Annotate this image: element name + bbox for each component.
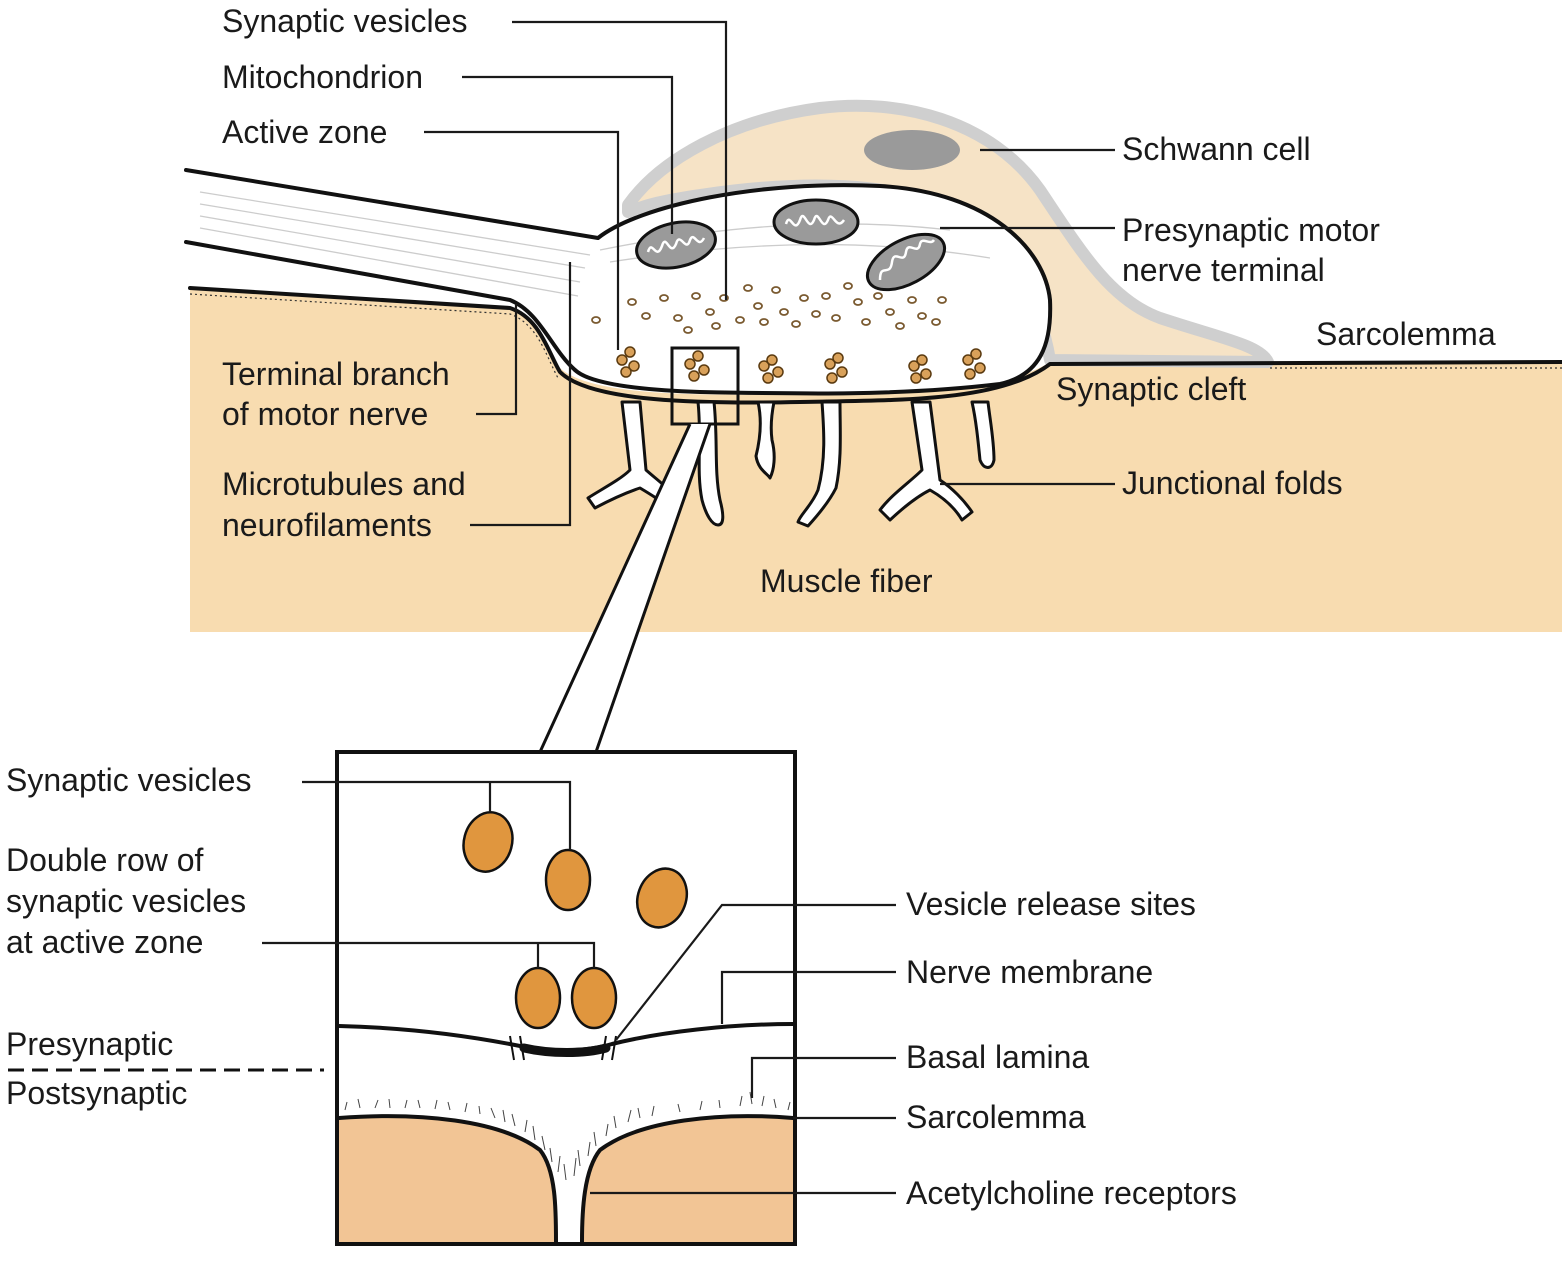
label-presynaptic-line2: nerve terminal — [1122, 252, 1325, 288]
axon-bottom-outline — [184, 240, 577, 372]
inset-sarcolemma-right — [580, 1114, 795, 1244]
label-terminal-branch-line1: Terminal branch — [222, 356, 450, 392]
upper-leader-lines — [424, 20, 1115, 527]
label-vesicle-release-sites: Vesicle release sites — [906, 886, 1196, 922]
label-nerve-membrane: Nerve membrane — [906, 954, 1153, 990]
label-junctional-folds: Junctional folds — [1122, 465, 1343, 501]
mitochondria — [635, 198, 946, 292]
acetylcholine-receptor-fuzz — [344, 1091, 791, 1181]
label-active-zone: Active zone — [222, 114, 387, 150]
label-basal-lamina: Basal lamina — [906, 1039, 1089, 1075]
label-inset-sarcolemma: Sarcolemma — [906, 1099, 1086, 1135]
inset-vesicle-5 — [570, 966, 618, 1030]
junctional-folds — [586, 400, 996, 528]
inset-vesicle-2 — [544, 848, 592, 912]
inset-leader-lines — [262, 780, 896, 1195]
inset-release-ticks — [509, 1035, 617, 1061]
mitochondrion-3 — [866, 232, 946, 292]
inset-panel — [335, 750, 797, 1246]
label-schwann-cell: Schwann cell — [1122, 131, 1311, 167]
inset-postsynaptic-muscle — [339, 1116, 556, 1242]
label-acetylcholine-receptors: Acetylcholine receptors — [906, 1175, 1237, 1211]
label-terminal-branch-line2: of motor nerve — [222, 396, 428, 432]
inset-sarcolemma-left — [337, 1114, 558, 1244]
label-presynaptic: Presynaptic — [6, 1026, 173, 1062]
label-inset-synaptic-vesicles: Synaptic vesicles — [6, 762, 251, 798]
muscle-fiber-region — [190, 288, 1562, 632]
mitochondrion-2 — [772, 198, 860, 246]
label-microtubules-line1: Microtubules and — [222, 466, 466, 502]
label-muscle-fiber: Muscle fiber — [760, 563, 933, 599]
inset-postsynaptic-muscle-right — [582, 1116, 793, 1242]
label-presynaptic-line1: Presynaptic motor — [1122, 212, 1380, 248]
inset-release-site — [519, 1043, 611, 1057]
small-synaptic-vesicles — [591, 282, 947, 334]
active-zone-clusters — [616, 346, 986, 384]
label-sarcolemma-upper: Sarcolemma — [1316, 316, 1496, 352]
label-double-row-line1: Double row of — [6, 842, 204, 878]
inset-vesicle-4 — [514, 966, 562, 1030]
motor-nerve-axon — [186, 170, 598, 370]
label-synaptic-vesicles: Synaptic vesicles — [222, 3, 467, 39]
axon-top-outline — [184, 168, 1053, 396]
label-double-row-line3: at active zone — [6, 924, 203, 960]
label-postsynaptic: Postsynaptic — [6, 1075, 187, 1111]
label-mitochondrion: Mitochondrion — [222, 59, 423, 95]
inset-vesicle-1 — [462, 811, 514, 873]
inset-vesicle-3 — [635, 867, 689, 929]
schwann-cell-nucleus — [864, 130, 960, 170]
label-double-row-line2: synaptic vesicles — [6, 883, 246, 919]
label-microtubules-line2: neurofilaments — [222, 507, 432, 543]
label-synaptic-cleft: Synaptic cleft — [1056, 371, 1246, 407]
